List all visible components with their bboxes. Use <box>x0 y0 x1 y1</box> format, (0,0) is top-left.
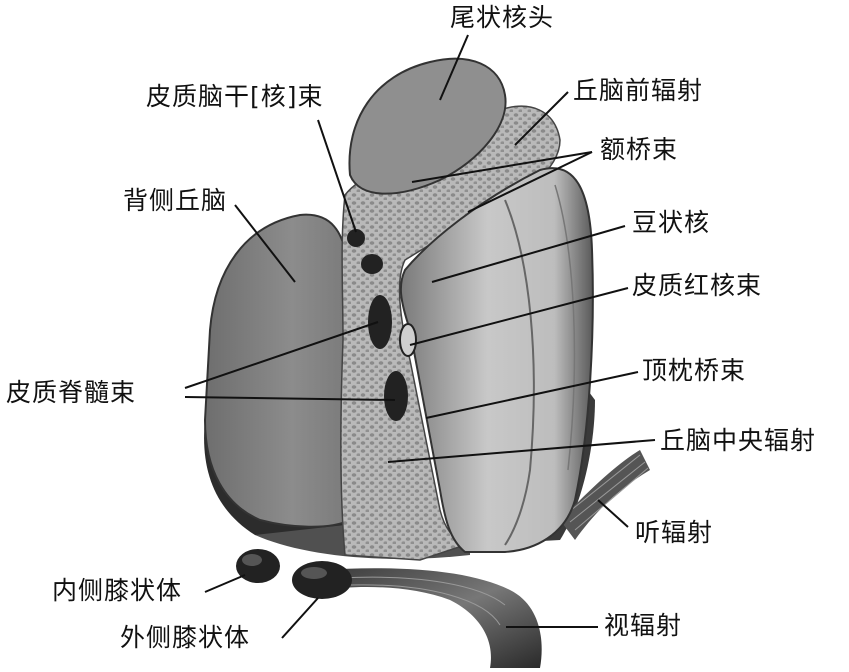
label-corticorubral-tract: 皮质红核束 <box>632 271 763 300</box>
label-corticospinal-tract: 皮质脊髓束 <box>6 378 137 407</box>
leader-lines <box>184 34 656 639</box>
auditory-radiation-bundle <box>560 450 650 540</box>
label-parieto-occipitopontine-tract: 顶枕桥束 <box>642 356 747 385</box>
label-anterior-thalamic-radiation: 丘脑前辐射 <box>573 76 704 105</box>
label-caudate-head: 尾状核头 <box>450 3 555 32</box>
label-lateral-geniculate-body: 外侧膝状体 <box>120 623 251 652</box>
geniculate-bodies <box>236 549 352 599</box>
label-optic-radiation: 视辐射 <box>604 611 683 640</box>
label-central-thalamic-radiation: 丘脑中央辐射 <box>660 426 817 455</box>
caudate-head-shape <box>348 57 507 195</box>
tract-markers <box>347 229 417 421</box>
label-medial-geniculate-body: 内侧膝状体 <box>52 576 183 605</box>
label-dorsal-thalamus: 背侧丘脑 <box>123 186 228 215</box>
optic-radiation-bundle <box>320 568 542 668</box>
label-lentiform-nucleus: 豆状核 <box>632 208 711 237</box>
label-auditory-radiation: 听辐射 <box>635 518 714 547</box>
dorsal-thalamus-shape <box>203 213 352 528</box>
label-frontopontine-tract: 额桥束 <box>600 135 679 164</box>
label-corticobulbar-tract: 皮质脑干[核]束 <box>146 82 324 111</box>
